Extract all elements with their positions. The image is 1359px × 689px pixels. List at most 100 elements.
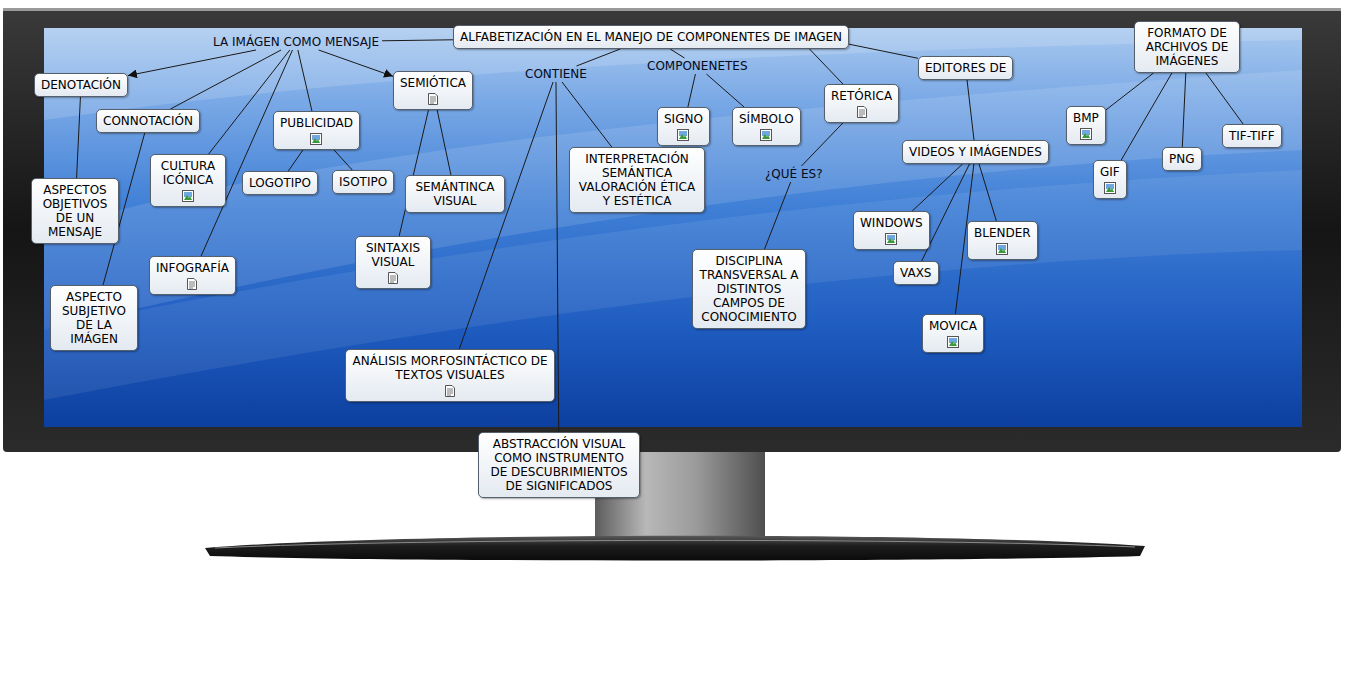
connector [967, 80, 974, 140]
image-icon [996, 243, 1008, 255]
base-highlight [215, 540, 1135, 548]
concept-box: ISOTIPO [332, 170, 394, 194]
connector [334, 150, 352, 170]
concept-box: VIDEOS Y IMÁGENDES [902, 140, 1049, 164]
connector [298, 50, 312, 111]
node-text: LOGOTIPO [249, 176, 311, 190]
connector [849, 44, 918, 58]
concept-box: CULTURA ICÓNICA [150, 154, 226, 207]
node-text: INFOGRAFÍA [156, 261, 229, 275]
node-text: INTERPRETACIÓN SEMÁNTICA VALORACIÓN ÉTIC… [576, 152, 698, 208]
connector [979, 164, 996, 221]
connector [765, 182, 791, 249]
concept-box: RETÓRICA [824, 84, 899, 123]
node-text: FORMATO DE ARCHIVOS DE IMÁGENES [1141, 26, 1233, 68]
concept-box: ALFABETIZACIÓN EN EL MANEJO DE COMPONENT… [453, 25, 849, 49]
concept-box: SEMÁNTINCA VISUAL [405, 175, 505, 213]
node-text: MOVICA [929, 319, 977, 333]
image-icon [677, 129, 689, 141]
document-icon [387, 272, 399, 284]
connector [912, 164, 962, 211]
concept-box: SÍMBOLO [732, 107, 801, 146]
node-text: LA IMÁGEN COMO MENSAJE [213, 35, 379, 49]
document-icon [444, 385, 456, 397]
node-text: COMPONENETES [647, 59, 748, 73]
linking-phrase: CONTIENE [522, 66, 590, 82]
concept-box: DISCIPLINA TRANSVERSAL A DISTINTOS CAMPO… [692, 249, 806, 329]
concept-box: FORMATO DE ARCHIVOS DE IMÁGENES [1134, 21, 1240, 73]
bezel-edge [3, 8, 1341, 11]
concept-box: SIGNO [657, 107, 710, 146]
connector [77, 97, 81, 178]
node-text: CULTURA ICÓNICA [157, 159, 219, 187]
connector [170, 50, 281, 109]
connector [1206, 73, 1243, 124]
node-text: DENOTACIÓN [41, 78, 121, 92]
monitor-screen [44, 28, 1302, 427]
connector [437, 110, 451, 175]
connector [576, 49, 620, 66]
node-text: ANÁLISIS MORFOSINTÁCTICO DE TEXTOS VISUA… [352, 354, 548, 382]
concept-box: ASPECTOS OBJETIVOS DE UN MENSAJE [31, 178, 119, 244]
node-text: ABSTRACCIÓN VISUAL COMO INSTRUMENTO DE D… [485, 437, 633, 493]
node-text: BMP [1073, 111, 1099, 125]
node-text: SÍMBOLO [739, 112, 794, 126]
node-text: CONNOTACIÓN [103, 114, 193, 128]
document-icon [186, 278, 198, 290]
connector [688, 74, 696, 107]
connector [319, 50, 393, 76]
node-text: PNG [1169, 152, 1195, 166]
connector [1106, 73, 1154, 110]
connector [801, 123, 842, 166]
node-text: SEMIÓTICA [400, 76, 466, 90]
node-text: CONTIENE [525, 67, 587, 81]
concept-box: CONNOTACIÓN [96, 109, 200, 133]
image-icon [1104, 182, 1116, 194]
concept-box: SEMIÓTICA [393, 71, 473, 110]
connector [809, 49, 842, 84]
concept-box: DENOTACIÓN [34, 73, 128, 97]
node-text: SEMÁNTINCA VISUAL [412, 180, 498, 208]
node-text: ALFABETIZACIÓN EN EL MANEJO DE COMPONENT… [460, 30, 842, 44]
node-text: SIGNO [664, 112, 703, 126]
node-text: GIF [1100, 165, 1120, 179]
concept-box: BLENDER [967, 221, 1038, 260]
node-text: EDITORES DE [925, 61, 1006, 75]
image-icon [1080, 128, 1092, 140]
node-text: TIF-TIFF [1229, 129, 1275, 143]
node-text: ISOTIPO [339, 175, 387, 189]
concept-box: PNG [1162, 147, 1202, 171]
node-text: SINTAXIS VISUAL [362, 241, 424, 269]
node-text: BLENDER [974, 226, 1031, 240]
image-icon [182, 190, 194, 202]
concept-box: SINTAXIS VISUAL [355, 236, 431, 289]
monitor-bezel [3, 8, 1341, 452]
concept-box: TIF-TIFF [1222, 124, 1282, 148]
connector [288, 150, 303, 171]
image-icon [947, 336, 959, 348]
connector [399, 110, 428, 236]
node-text: ASPECTO SUBJETIVO DE LA IMÁGEN [57, 290, 131, 346]
concept-box: ANÁLISIS MORFOSINTÁCTICO DE TEXTOS VISUA… [345, 349, 555, 402]
concept-box: INFOGRAFÍA [149, 256, 236, 295]
concept-box: MOVICA [922, 314, 984, 353]
concept-box: BMP [1066, 106, 1106, 145]
image-icon [760, 129, 772, 141]
document-icon [427, 93, 439, 105]
concept-box: VAXS [893, 261, 939, 285]
node-text: VAXS [900, 266, 932, 280]
linking-phrase: COMPONENETES [644, 58, 751, 74]
node-text: VIDEOS Y IMÁGENDES [909, 145, 1042, 159]
connector [128, 50, 256, 76]
monitor-base [205, 536, 1145, 561]
linking-phrase: ¿QUÉ ES? [762, 166, 826, 182]
linking-phrase: LA IMÁGEN COMO MENSAJE [210, 34, 382, 50]
node-text: RETÓRICA [831, 89, 892, 103]
connector [706, 74, 744, 107]
node-text: DISCIPLINA TRANSVERSAL A DISTINTOS CAMPO… [699, 254, 799, 324]
connector [562, 82, 612, 147]
concept-box: GIF [1093, 160, 1127, 199]
